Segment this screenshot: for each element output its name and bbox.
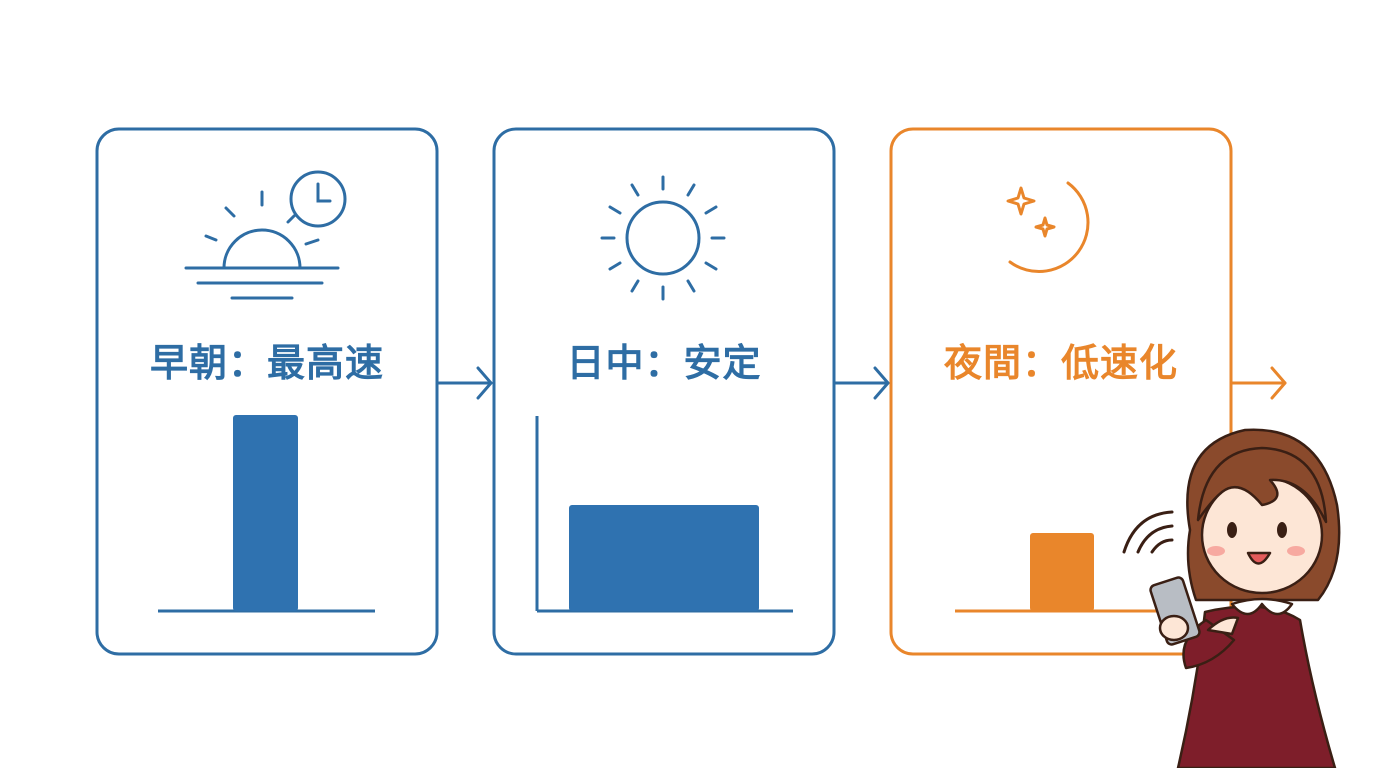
panel-label: 夜間：低速化 [943, 341, 1178, 385]
speed-chart [955, 533, 1175, 613]
panel-early-morning: 早朝：最高速 [95, 127, 439, 656]
sun-icon [600, 175, 726, 301]
panel-daytime: 日中：安定 [492, 127, 836, 656]
speed-bar [569, 505, 759, 611]
arrow-right-icon [832, 366, 890, 400]
girl-with-smartphone-illustration [1122, 428, 1341, 768]
panel-label: 日中：安定 [566, 341, 761, 385]
speed-chart [158, 415, 375, 613]
speed-bar [233, 415, 298, 611]
panel-frame [889, 127, 1233, 656]
panel-label: 早朝：最高速 [150, 341, 384, 385]
sunrise-clock-icon [184, 170, 347, 300]
panel-frame [95, 127, 439, 656]
arrow-right-icon [435, 366, 493, 400]
panel-night: 夜間：低速化 [889, 127, 1233, 656]
arrow-right-icon [1229, 366, 1287, 400]
speed-chart [535, 416, 793, 613]
speed-bar [1030, 533, 1094, 611]
moon-stars-icon [1006, 181, 1090, 273]
